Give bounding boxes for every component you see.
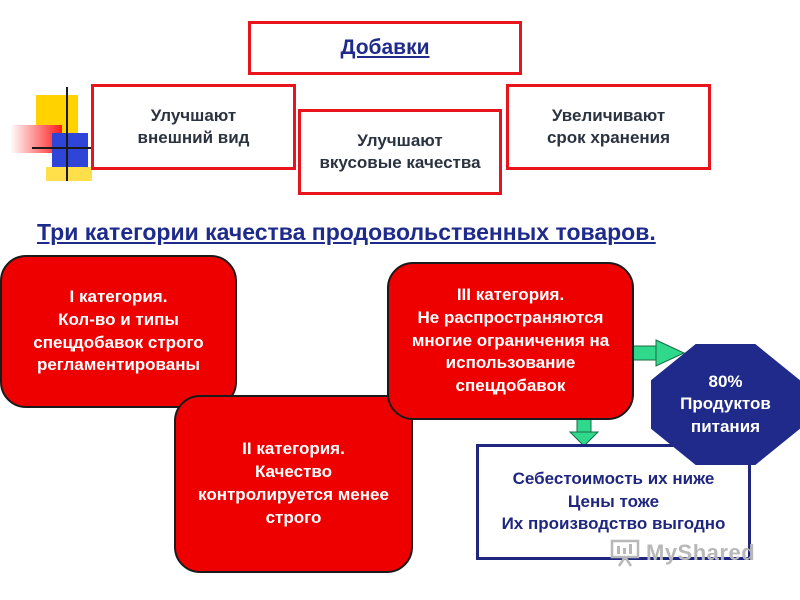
effect-appearance-box: Улучшают внешний вид [91, 84, 296, 170]
effect-taste-line: Улучшают [357, 130, 443, 150]
category-2-line: Качество [254, 462, 333, 482]
effect-taste-line: вкусовые качества [319, 153, 481, 172]
category-3-box: III категория. Не распространяются многи… [387, 262, 634, 420]
watermark: MyShared [610, 538, 755, 568]
share-text: Продуктов [680, 394, 771, 414]
effect-appearance-line: Улучшают [150, 105, 237, 125]
effect-shelf-life-line: срок хранения [546, 128, 671, 147]
category-1-box: I категория. Кол-во и типы спецдобавок с… [0, 255, 237, 408]
page-title: Добавки [340, 36, 430, 60]
arrow-down-icon [568, 415, 600, 447]
share-label: 80% Продуктов питания [651, 344, 800, 465]
watermark-text: MyShared [646, 540, 756, 565]
category-3-line: Не распространяются [417, 307, 604, 327]
category-1-line: регламентированы [36, 355, 201, 375]
consequence-line: Их производство выгодно [501, 514, 726, 534]
category-1-line: Кол-во и типы [58, 309, 179, 329]
decorative-squares-icon [8, 85, 98, 185]
effect-shelf-life-line: Увеличивают [551, 105, 666, 125]
effect-taste-box: Улучшают вкусовые качества [298, 109, 502, 195]
category-2-box: II категория. Качество контролируется ме… [174, 395, 413, 573]
category-2-line: II категория. [242, 439, 345, 459]
category-2-line: строго [265, 507, 322, 527]
presentation-board-icon [610, 539, 640, 567]
category-1-line: спецдобавок строго [33, 332, 204, 352]
category-3-line: спецдобавок [455, 376, 566, 396]
title-box: Добавки [248, 21, 522, 75]
category-3-line: III категория. [456, 284, 565, 304]
share-octagon [651, 344, 800, 465]
category-2-line: контролируется менее [198, 485, 389, 504]
share-text: питания [690, 416, 761, 436]
category-3-line: использование [445, 353, 576, 373]
category-3-line: многие ограничения на [411, 330, 610, 350]
categories-heading: Три категории качества продовольственных… [37, 219, 656, 245]
consequence-line: Себестоимость их ниже [512, 468, 715, 488]
effect-shelf-life-box: Увеличивают срок хранения [506, 84, 711, 170]
category-1-line: I категория. [69, 286, 168, 306]
effect-appearance-line: внешний вид [137, 128, 250, 147]
share-percent: 80% [708, 372, 743, 392]
consequence-line: Цены тоже [567, 491, 660, 511]
